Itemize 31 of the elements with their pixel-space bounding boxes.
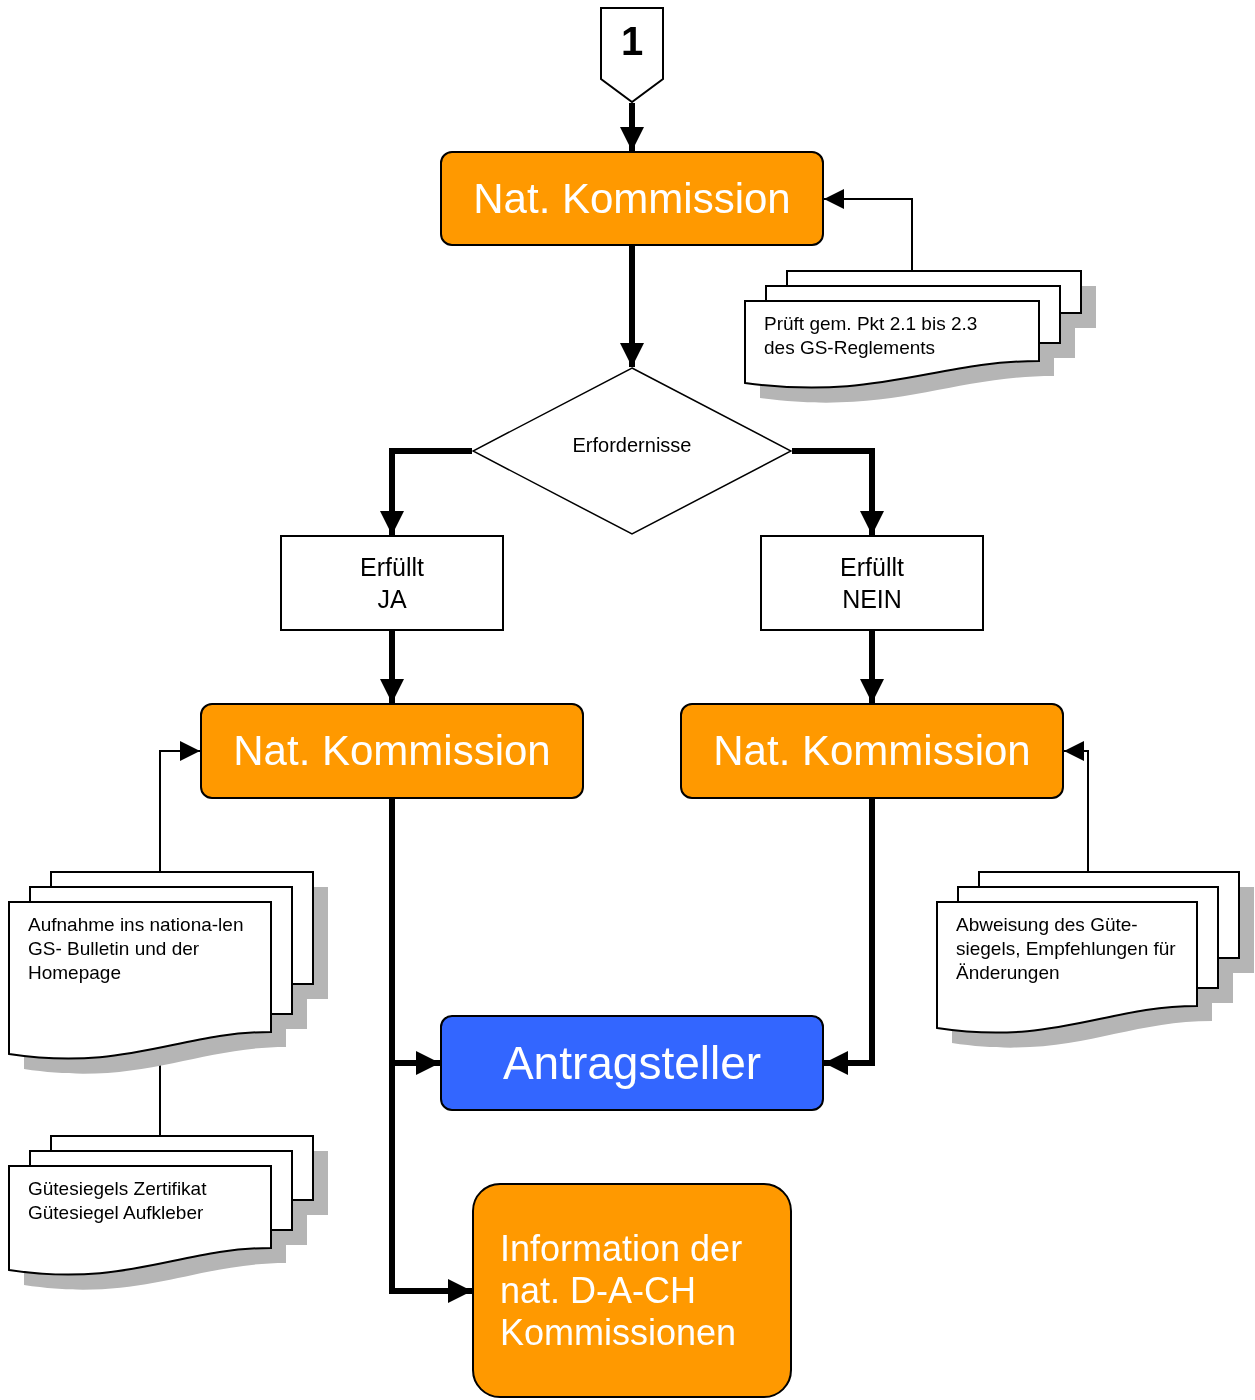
document-text: Aufnahme ins nationa-len GS- Bulletin und der Homepage	[28, 913, 245, 985]
arrow	[380, 448, 472, 535]
document-text: Gütesiegels Zertifikat	[28, 1177, 208, 1201]
result-box	[280, 535, 504, 631]
document-text: Prüft gem. Pkt 2.1 bis 2.3 des GS-Reglements	[764, 312, 979, 360]
arrow	[823, 189, 913, 271]
result-label: Erfüllt JA	[359, 552, 425, 615]
result-box	[760, 535, 984, 631]
box-title: Nat. Kommission	[473, 177, 791, 220]
process-box	[440, 1015, 824, 1111]
document-text: Abweisung des Güte-siegels, Empfehlungen für Änderungen	[956, 913, 1177, 985]
process-box	[680, 703, 1064, 799]
box-title: Nat. Kommission	[233, 730, 551, 772]
arrow	[389, 799, 472, 1303]
arrow	[620, 103, 644, 151]
box-title: Nat. Kommission	[713, 730, 1031, 772]
process-box	[472, 1183, 792, 1398]
decision-label: Erfordernisse	[572, 433, 692, 458]
document-text: Gütesiegel Aufkleber	[28, 1201, 205, 1225]
connector-number: 1	[620, 21, 644, 61]
arrow	[380, 631, 404, 703]
arrow	[1063, 741, 1089, 872]
arrow	[620, 246, 644, 367]
process-box	[200, 703, 584, 799]
box-text: Information der nat. D-A-CH Kommissionen	[500, 1227, 744, 1354]
result-label: Erfüllt NEIN	[839, 552, 905, 615]
arrow	[792, 448, 884, 535]
arrow	[824, 799, 875, 1075]
arrow	[860, 631, 884, 703]
arrow	[159, 741, 201, 872]
process-box	[440, 151, 824, 246]
